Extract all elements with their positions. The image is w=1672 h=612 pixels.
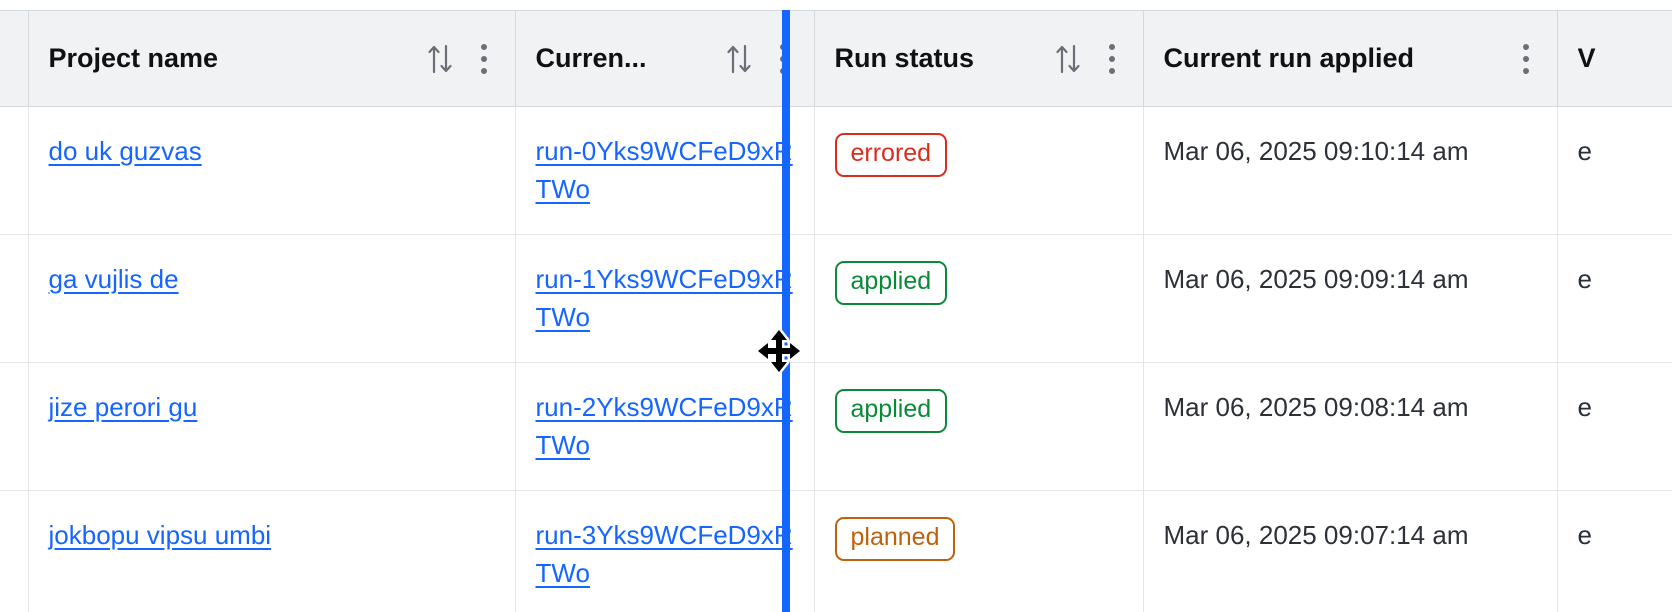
table-header-row: Project name Curren... Run status Current r… (0, 10, 1672, 107)
cell-current-run-applied: Mar 06, 2025 09:07:14 am (1143, 490, 1558, 612)
sort-icon (427, 44, 452, 73)
current-run-link[interactable]: run-1Yks9WCFeD9xRTWo (535, 264, 793, 332)
cell-current-run-applied: Mar 06, 2025 09:09:14 am (1143, 234, 1558, 363)
row-select-cell[interactable] (0, 362, 29, 491)
status-badge: errored (834, 133, 948, 177)
cell-run-status: applied (814, 362, 1144, 491)
column-header-applied[interactable]: Current run applied (1143, 10, 1558, 107)
project-name-link[interactable]: ga vujlis de (48, 264, 179, 294)
clipped-value: e (1577, 520, 1592, 550)
applied-timestamp: Mar 06, 2025 09:08:14 am (1163, 392, 1469, 422)
column-header-tools-applied (1515, 40, 1537, 78)
column-header-project[interactable]: Project name (28, 10, 516, 107)
status-badge: applied (834, 261, 948, 305)
row-select-cell[interactable] (0, 490, 29, 612)
kebab-menu-icon[interactable] (1101, 40, 1123, 78)
column-resize-indicator[interactable] (782, 10, 790, 612)
column-header-clipped[interactable]: V (1557, 10, 1672, 107)
cell-run-status: errored (814, 106, 1144, 235)
cell-current-run: run-3Yks9WCFeD9xRTWo (515, 490, 815, 612)
cell-current-run: run-0Yks9WCFeD9xRTWo (515, 106, 815, 235)
column-header-label-status: Run status (834, 43, 975, 73)
cell-current-run-applied: Mar 06, 2025 09:08:14 am (1143, 362, 1558, 491)
select-column-header (0, 10, 29, 107)
current-run-link[interactable]: run-2Yks9WCFeD9xRTWo (535, 392, 793, 460)
projects-table: Project name Curren... Run status Current r… (0, 10, 1672, 612)
cell-project-name: do uk guzvas (28, 106, 516, 235)
clipped-value: e (1577, 264, 1592, 294)
current-run-link[interactable]: run-3Yks9WCFeD9xRTWo (535, 520, 793, 588)
clipped-value: e (1577, 136, 1592, 166)
cell-project-name: jokbopu vipsu umbi (28, 490, 516, 612)
sort-icon (726, 44, 751, 73)
cell-clipped: e (1557, 490, 1672, 612)
cell-run-status: planned (814, 490, 1144, 612)
table-header: Project name Curren... Run status Current r… (0, 10, 1672, 107)
cell-clipped: e (1557, 362, 1672, 491)
row-select-cell[interactable] (0, 106, 29, 235)
column-header-tools-project (427, 40, 495, 78)
cell-run-status: applied (814, 234, 1144, 363)
project-name-link[interactable]: do uk guzvas (48, 136, 202, 166)
table-scroll-container[interactable]: Project name Curren... Run status Current r… (0, 10, 1672, 612)
cell-project-name: jize perori gu (28, 362, 516, 491)
row-select-cell[interactable] (0, 234, 29, 363)
applied-timestamp: Mar 06, 2025 09:07:14 am (1163, 520, 1469, 550)
cell-clipped: e (1557, 106, 1672, 235)
column-header-tools-status (1055, 40, 1123, 78)
column-header-label-project: Project name (48, 43, 219, 73)
table-row: do uk guzvas run-0Yks9WCFeD9xRTWo errored M… (0, 106, 1672, 235)
kebab-menu-icon[interactable] (473, 40, 495, 78)
column-header-run[interactable]: Curren... (515, 10, 815, 107)
table-row: jokbopu vipsu umbi run-3Yks9WCFeD9xRTWo pl… (0, 490, 1672, 612)
kebab-menu-icon[interactable] (1515, 40, 1537, 78)
column-header-label-clipped: V (1577, 43, 1596, 73)
column-header-label-run: Curren... (535, 43, 647, 73)
current-run-link[interactable]: run-0Yks9WCFeD9xRTWo (535, 136, 793, 204)
clipped-value: e (1577, 392, 1592, 422)
project-name-link[interactable]: jokbopu vipsu umbi (48, 520, 272, 550)
applied-timestamp: Mar 06, 2025 09:09:14 am (1163, 264, 1469, 294)
status-badge: planned (834, 517, 956, 561)
sort-icon (1055, 44, 1080, 73)
cell-current-run-applied: Mar 06, 2025 09:10:14 am (1143, 106, 1558, 235)
cell-current-run: run-1Yks9WCFeD9xRTWo (515, 234, 815, 363)
table-row: jize perori gu run-2Yks9WCFeD9xRTWo applie… (0, 362, 1672, 491)
column-header-label-applied: Current run applied (1163, 43, 1415, 73)
table-row: ga vujlis de run-1Yks9WCFeD9xRTWo applied M… (0, 234, 1672, 363)
status-badge: applied (834, 389, 948, 433)
top-gap (0, 0, 1672, 10)
cell-project-name: ga vujlis de (28, 234, 516, 363)
cell-current-run: run-2Yks9WCFeD9xRTWo (515, 362, 815, 491)
applied-timestamp: Mar 06, 2025 09:10:14 am (1163, 136, 1469, 166)
cell-clipped: e (1557, 234, 1672, 363)
project-name-link[interactable]: jize perori gu (48, 392, 198, 422)
column-header-status[interactable]: Run status (814, 10, 1144, 107)
